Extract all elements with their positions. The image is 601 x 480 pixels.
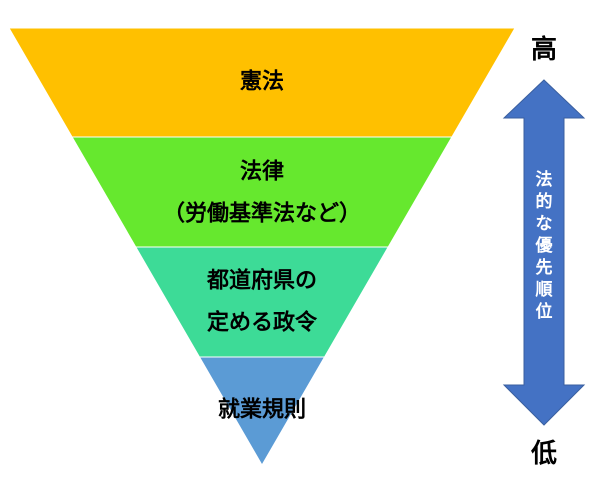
level-work-rules-label: 就業規則	[218, 397, 306, 423]
level-constitution-label: 憲法	[240, 69, 284, 95]
level-prefectural-ordinance-shape	[134, 246, 390, 358]
high-label: 高	[531, 34, 557, 65]
level-constitution: 憲法	[8, 27, 516, 138]
axis-label-text: 法的な優先順位	[535, 169, 554, 322]
double-arrow-icon	[502, 79, 586, 426]
level-law: 法律 （労働基準法など）	[71, 136, 453, 248]
level-work-rules-shape	[198, 356, 326, 466]
level-prefectural-ordinance-label: 定める政令	[207, 310, 318, 336]
level-law-shape	[71, 136, 453, 248]
axis-label: 法的な優先順位	[535, 169, 554, 322]
level-work-rules: 就業規則	[198, 356, 326, 466]
priority-axis: 法的な優先順位 高 低	[502, 34, 586, 469]
level-law-label: （労働基準法など）	[163, 201, 361, 227]
low-label: 低	[530, 439, 557, 469]
level-law-label: 法律	[240, 159, 284, 185]
level-prefectural-ordinance-label: 都道府県の	[206, 268, 317, 294]
